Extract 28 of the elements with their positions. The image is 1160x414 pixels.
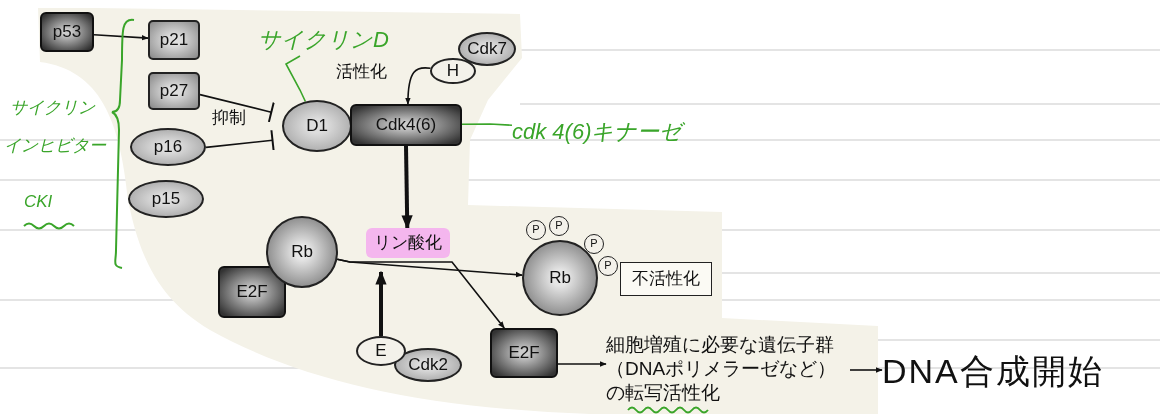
outcome-box: 不活性化: [620, 262, 712, 296]
arrow: [401, 145, 413, 230]
kinase-box: Cdk4(6): [350, 104, 462, 146]
annotation-label: 抑制: [212, 107, 246, 129]
annotation-label: 活性化: [336, 61, 387, 83]
handwritten-note: インヒビター: [4, 135, 106, 157]
arrow: [375, 270, 387, 336]
arrow: [849, 367, 883, 373]
handwritten-note: サイクリンD: [258, 24, 398, 56]
protein-box: E2F: [490, 328, 558, 378]
inhibition-line: [205, 129, 275, 152]
inhibition-line: [199, 93, 275, 123]
arrow: [557, 361, 607, 367]
protein-box: p21: [148, 20, 200, 60]
highlighted-label: リン酸化: [366, 228, 450, 258]
handwritten-note: サイクリン: [10, 97, 95, 119]
handwritten-note: DNA合成開始: [882, 346, 1160, 396]
description-text: 細胞増殖に必要な遺伝子群（DNAポリメラーゼなど）の転写活性化: [606, 330, 850, 408]
protein-box: p27: [148, 72, 200, 110]
leader-line: [284, 55, 307, 103]
arrow: [93, 33, 149, 41]
leader-line: [461, 123, 513, 126]
arrow: [336, 258, 505, 329]
handwritten-note: cdk 4(6)キナーゼ: [512, 112, 772, 152]
handwritten-note: CKI: [24, 192, 53, 212]
protein-box: E2F: [218, 266, 286, 318]
protein-box: p53: [40, 12, 94, 52]
arrow: [405, 67, 432, 105]
